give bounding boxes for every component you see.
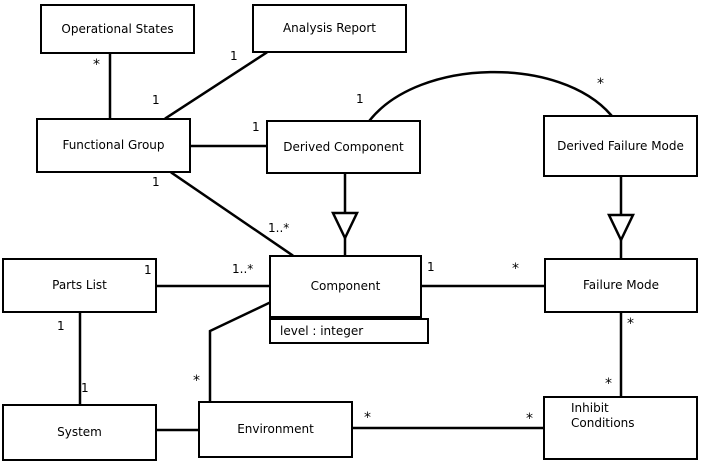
class-attributes-component: level : integer: [269, 318, 429, 344]
class-box-derived-component[interactable]: Derived Component: [266, 120, 421, 174]
multiplicity-derived-component-left-1: 1: [252, 120, 260, 134]
attribute-component-level: level : integer: [280, 324, 364, 338]
multiplicity-inhibit-failure-mode-star: *: [605, 376, 612, 392]
class-name-inhibit-conditions: Inhibit Conditions: [571, 401, 635, 430]
class-name-derived-failure-mode: Derived Failure Mode: [557, 138, 684, 153]
multiplicity-failure-mode-component-star: *: [512, 261, 519, 277]
class-box-environment[interactable]: Environment: [198, 401, 353, 458]
class-name-analysis-report: Analysis Report: [282, 21, 377, 35]
assoc-analysis-report-functional-group: [164, 51, 268, 120]
class-box-operational-states[interactable]: Operational States: [40, 4, 195, 54]
multiplicity-arc-right-star: *: [597, 76, 604, 92]
multiplicity-inhibit-environment-star: *: [526, 411, 533, 427]
class-name-derived-component: Derived Component: [283, 139, 404, 154]
assoc-derived-component-derived-failure-mode-arc: [368, 70, 613, 122]
multiplicity-component-parts-list-1star: 1..*: [232, 262, 254, 276]
class-box-derived-failure-mode[interactable]: Derived Failure Mode: [543, 115, 698, 177]
multiplicity-failure-mode-inhibit-star: *: [627, 316, 634, 332]
class-box-parts-list[interactable]: Parts List: [2, 258, 157, 313]
multiplicity-component-failure-mode-1: 1: [427, 260, 435, 274]
gen-derived-failure-mode-to-failure-mode-triangle: [607, 213, 635, 243]
class-name-environment: Environment: [237, 422, 314, 436]
class-name-component: Component: [310, 279, 381, 293]
multiplicity-environment-inhibit-star: *: [364, 410, 371, 426]
class-box-analysis-report[interactable]: Analysis Report: [252, 4, 407, 53]
multiplicity-functional-group-analysis-1: 1: [152, 93, 160, 107]
gen-derived-component-to-component-triangle: [331, 211, 359, 241]
multiplicity-component-functional-group-1star: 1..*: [268, 221, 290, 235]
multiplicity-arc-left-1: 1: [356, 92, 364, 106]
class-name-functional-group: Functional Group: [62, 138, 165, 152]
class-name-operational-states: Operational States: [61, 21, 174, 36]
multiplicity-parts-list-component-1: 1: [144, 263, 152, 277]
assoc-functional-group-component: [170, 171, 294, 257]
multiplicity-system-parts-list-1: 1: [81, 381, 89, 395]
class-box-system[interactable]: System: [2, 404, 157, 461]
class-box-component[interactable]: Component: [269, 255, 422, 318]
class-name-system: System: [57, 425, 102, 439]
multiplicity-parts-list-system-1: 1: [57, 319, 65, 333]
class-name-failure-mode: Failure Mode: [583, 278, 659, 292]
class-box-failure-mode[interactable]: Failure Mode: [544, 258, 698, 313]
assoc-component-environment: [208, 300, 273, 403]
multiplicity-analysis-report-1: 1: [230, 49, 238, 63]
class-box-inhibit-conditions[interactable]: Inhibit Conditions: [543, 396, 698, 460]
multiplicity-environment-component-star: *: [193, 373, 200, 389]
multiplicity-functional-group-component-1: 1: [152, 175, 160, 189]
multiplicity-operational-states-star: *: [93, 57, 100, 73]
class-box-functional-group[interactable]: Functional Group: [36, 118, 191, 173]
class-name-parts-list: Parts List: [52, 278, 107, 292]
